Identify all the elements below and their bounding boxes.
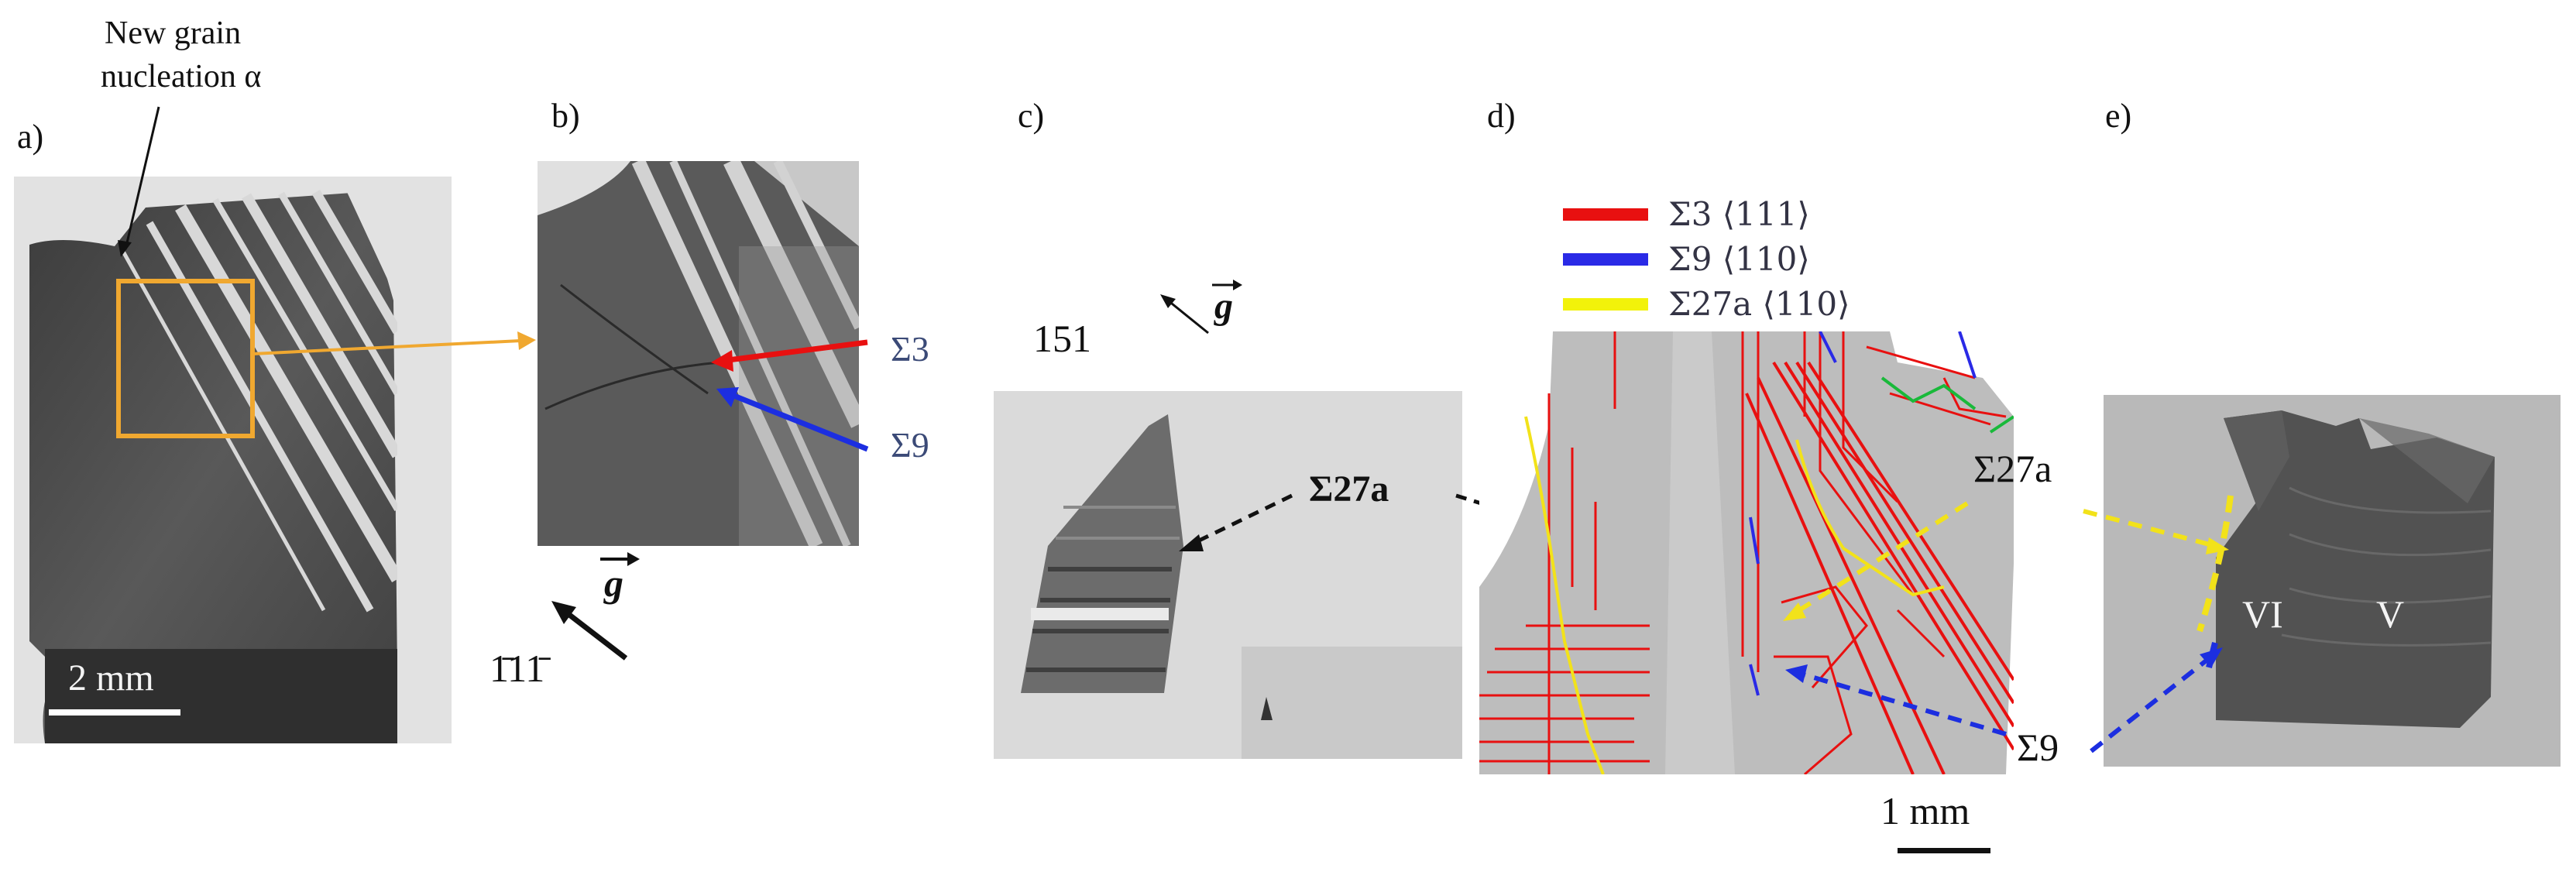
grain-v-label: V (2376, 592, 2405, 636)
panel-d-scale-label: 1 mm (1880, 789, 1970, 832)
panel-b-micrograph-drawing (538, 161, 859, 546)
panel-b-tag: b) (551, 97, 580, 135)
panel-d-scale-bar (1898, 848, 1990, 853)
panel-d-ebsd-map-drawing (1479, 331, 2014, 774)
panel-c-micrograph-drawing (994, 391, 1462, 759)
legend-item-sigma9: Σ9 ⟨110⟩ (1563, 240, 1810, 278)
legend-label-sigma9: Σ9 ⟨110⟩ (1668, 240, 1810, 278)
panel-c-sigma27a-label: Σ27a (1309, 468, 1389, 510)
panel-e-micrograph (2104, 395, 2561, 767)
legend-label-sigma27a: Σ27a ⟨110⟩ (1668, 285, 1850, 323)
legend-swatch-sigma9 (1563, 252, 1648, 266)
panel-a-micrograph (14, 177, 452, 743)
panel-e-tag: e) (2105, 97, 2132, 135)
panel-b-micrograph (538, 161, 859, 546)
panel-a-tag: a) (17, 118, 44, 156)
nucleation-annotation-line2: nucleation α (101, 59, 262, 94)
panel-b-sigma3-label: Σ3 (891, 329, 929, 369)
panel-d-ebsd-map (1479, 331, 2014, 774)
panel-d-tag: d) (1487, 97, 1516, 135)
legend-swatch-sigma27a (1563, 297, 1648, 311)
panel-c-reflection-label: 151 (1033, 317, 1091, 360)
panel-a-scale-label: 2 mm (68, 657, 154, 698)
legend-swatch-sigma3 (1563, 208, 1648, 221)
nucleation-annotation-line1: New grain (105, 15, 242, 51)
panel-c-tag: c) (1018, 97, 1045, 135)
panel-b-g-label: g (604, 561, 623, 605)
panel-e-micrograph-drawing (2104, 395, 2561, 767)
legend-label-sigma3: Σ3 ⟨111⟩ (1668, 195, 1810, 233)
legend-item-sigma3: Σ3 ⟨111⟩ (1563, 195, 1810, 233)
panel-c-micrograph (994, 391, 1462, 759)
panel-c-g-label: g (1214, 286, 1233, 327)
panel-b-sigma9-label: Σ9 (891, 425, 929, 465)
panel-e-sigma27a-label: Σ27a (1973, 447, 2052, 490)
grain-vi-label: VI (2242, 592, 2283, 636)
panel-a-micrograph-drawing (29, 177, 452, 743)
panel-e-sigma9-label: Σ9 (2017, 726, 2059, 769)
legend-item-sigma27a: Σ27a ⟨110⟩ (1563, 285, 1850, 323)
panel-b-reflection-label: 1̄11̄ (489, 647, 545, 690)
